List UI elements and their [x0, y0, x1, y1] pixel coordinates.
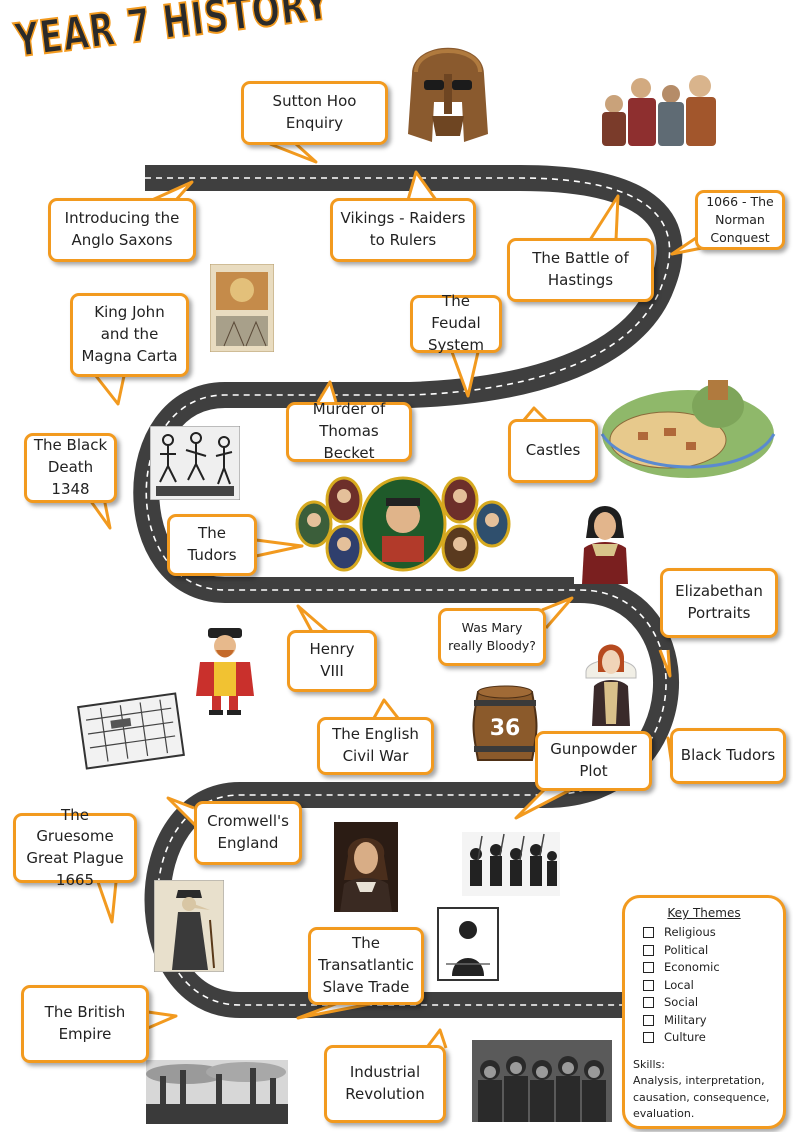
milestone-elizabethan-portraits: Elizabethan Portraits: [660, 568, 778, 638]
plague-doctor-image: [154, 880, 224, 972]
theme-item[interactable]: Local: [643, 977, 775, 995]
checkbox-icon[interactable]: [643, 962, 654, 974]
milestone-cromwell: Cromwell's England: [194, 801, 302, 865]
checkbox-icon[interactable]: [643, 944, 654, 956]
theme-item[interactable]: Religious: [643, 924, 775, 942]
theme-item[interactable]: Economic: [643, 959, 775, 977]
milestone-bloody-mary: Was Mary really Bloody?: [438, 608, 546, 666]
milestone-english-civil-war: The English Civil War: [317, 717, 434, 775]
sutton-hoo-helmet-image: [408, 47, 488, 142]
checkbox-icon[interactable]: [643, 979, 654, 991]
key-themes-heading: Key Themes: [667, 906, 741, 920]
theme-item[interactable]: Military: [643, 1012, 775, 1030]
milestone-industrial-revolution: Industrial Revolution: [324, 1045, 446, 1123]
castle-motte-bailey-image: [598, 370, 778, 482]
anglo-saxon-figures-image: [602, 75, 716, 146]
milestone-slave-trade: The Transatlantic Slave Trade: [308, 927, 424, 1005]
theme-item[interactable]: Social: [643, 994, 775, 1012]
milestone-vikings: Vikings - Raiders to Rulers: [330, 198, 476, 262]
milestone-thomas-becket: Murder of Thomas Becket: [286, 400, 412, 462]
milestone-norman-conquest: 1066 - The Norman Conquest: [695, 190, 785, 250]
milestone-gunpowder-plot: Gunpowder Plot: [535, 731, 652, 791]
milestone-king-john: King John and the Magna Carta: [70, 293, 189, 377]
milestone-anglo-saxons: Introducing the Anglo Saxons: [48, 198, 196, 262]
skills-section: Skills: Analysis, interpretation, causat…: [633, 1057, 775, 1123]
key-themes-panel: Key Themes Religious Political Economic …: [622, 895, 786, 1129]
charles-i-portrait-image: [334, 822, 398, 912]
industrial-factories-image: [146, 1060, 288, 1124]
magna-carta-manuscript-image: [210, 264, 274, 352]
milestone-battle-of-hastings: The Battle of Hastings: [507, 238, 654, 302]
child-workers-photo-image: [472, 1040, 612, 1122]
milestone-feudal-system: The Feudal System: [410, 292, 502, 354]
mary-tudor-portrait-image: [574, 494, 636, 584]
henry-viii-wives-portraits-image: [295, 476, 511, 572]
milestone-henry-viii: Henry VIII: [287, 630, 377, 692]
milestone-castles: Castles: [508, 419, 598, 483]
theme-item[interactable]: Political: [643, 942, 775, 960]
milestone-black-tudors: Black Tudors: [670, 728, 786, 784]
milestone-sutton-hoo: Sutton Hoo Enquiry: [241, 81, 388, 145]
checkbox-icon[interactable]: [643, 1032, 654, 1044]
milestone-great-plague: The Gruesome Great Plague 1665: [13, 806, 137, 889]
checkbox-icon[interactable]: [643, 997, 654, 1009]
milestone-british-empire: The British Empire: [21, 985, 149, 1063]
gunpowder-barrel-image: 36: [472, 685, 538, 761]
civil-war-soldiers-image: [462, 832, 560, 896]
theme-item[interactable]: Culture: [643, 1029, 775, 1047]
milestone-tudors: The Tudors: [167, 514, 257, 576]
slave-ship-diagram-image: [77, 692, 185, 770]
am-i-not-a-man-medallion-image: [437, 907, 499, 981]
key-themes-list: Religious Political Economic Local Socia…: [633, 924, 775, 1047]
elizabeth-i-portrait-image: [585, 644, 637, 726]
checkbox-icon[interactable]: [643, 1014, 654, 1026]
henry-viii-cartoon-image: [196, 628, 254, 715]
skills-text: Analysis, interpretation, causation, con…: [633, 1074, 770, 1120]
barrel-number: 36: [490, 716, 521, 741]
milestone-black-death: The Black Death 1348: [24, 433, 117, 503]
checkbox-icon[interactable]: [643, 927, 654, 939]
black-death-woodcut-image: [150, 426, 240, 500]
skills-label: Skills:: [633, 1057, 665, 1071]
